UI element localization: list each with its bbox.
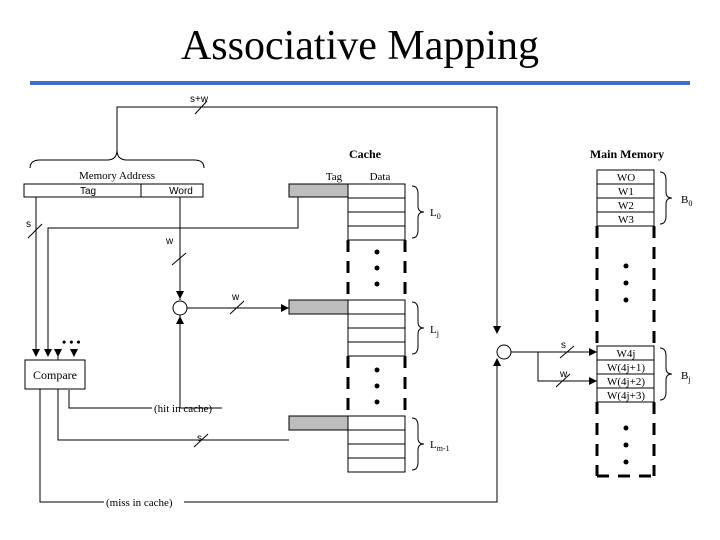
blockj-word-2: W(4j+2): [607, 376, 645, 388]
line0-tag-wire: [47, 197, 299, 352]
title-divider: [30, 81, 690, 85]
main-memory-title: Main Memory: [590, 147, 664, 161]
blockj-word-0: W4j: [617, 348, 636, 360]
line0-label: L0: [430, 207, 441, 221]
miss-wire-left: [39, 389, 104, 503]
cache-tag-header: Tag: [326, 171, 343, 183]
cache-tag-line-last: [288, 415, 349, 431]
line-last-label: Lm-1: [430, 439, 450, 453]
hit-wire: [68, 390, 152, 409]
memory-address-register: [23, 183, 204, 198]
address-brace: [29, 149, 205, 169]
miss-label: (miss in cache): [106, 497, 173, 509]
word-field-label: Word: [169, 186, 193, 197]
wire-label-s-bottom: s: [197, 433, 202, 444]
blockj-word-3: W(4j+3): [607, 390, 645, 402]
memory-select-circle: [496, 344, 512, 360]
bus-label-s-plus-w: s+w: [190, 94, 209, 105]
cache-tag-line0: [288, 183, 349, 198]
linej-label: Lj: [430, 324, 439, 338]
select-gate-circle: [172, 300, 188, 316]
bus-width-tick: [194, 100, 208, 115]
block0-label: B0: [681, 194, 692, 208]
wire-label-w-right: w: [559, 369, 568, 380]
hit-label: (hit in cache): [154, 403, 212, 415]
block0-word-1: W1: [618, 186, 634, 198]
compare-label: Compare: [33, 368, 77, 382]
tag-field-label: Tag: [80, 186, 96, 197]
wire-label-s-right: s: [561, 340, 566, 351]
cache-tag-linej: [288, 299, 349, 315]
compare-ellipsis: • • •: [62, 335, 81, 349]
wire-label-w-mid: w: [231, 292, 240, 303]
block0-word-0: WO: [617, 172, 635, 184]
block0-word-2: W2: [618, 200, 634, 212]
page-title: Associative Mapping: [180, 23, 540, 69]
block0-word-3: W3: [618, 214, 634, 226]
wire-label-w-tag: w: [165, 236, 174, 247]
miss-wire-right: [184, 360, 498, 503]
compare-box: [24, 359, 86, 390]
memory-address-label: Memory Address: [79, 170, 155, 182]
blockj-label: Bj: [681, 370, 691, 384]
top-address-bus: [116, 106, 498, 332]
cache-data-header: Data: [370, 171, 391, 183]
line-last-tag-wire: [57, 352, 289, 441]
wire-label-s-left: s: [26, 219, 31, 230]
blockj-word-1: W(4j+1): [607, 362, 645, 374]
cache-title: Cache: [349, 147, 382, 161]
